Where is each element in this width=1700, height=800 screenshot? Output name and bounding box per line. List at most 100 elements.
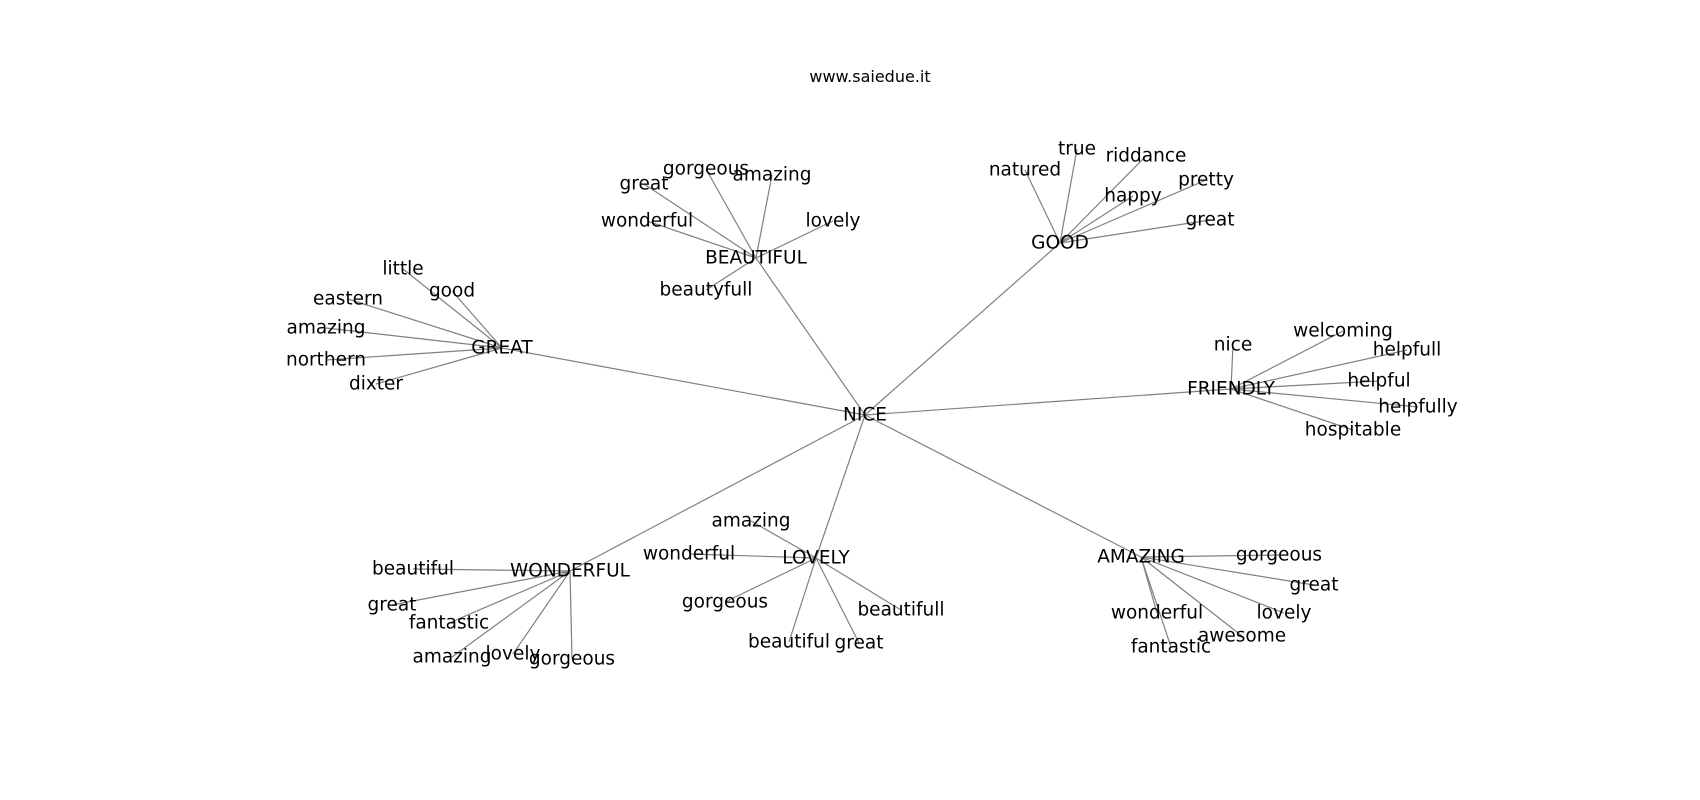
node-hub-amazing: AMAZING (1097, 547, 1185, 568)
node-leaf-friendly-helpfully: helpfully (1378, 397, 1458, 418)
edge-wonderful-lovely (512, 570, 571, 655)
node-leaf-wonderful-beautiful: beautiful (372, 559, 454, 580)
node-leaf-amazing-fantastic: fantastic (1131, 637, 1211, 658)
node-leaf-lovely-gorgeous: gorgeous (682, 592, 768, 613)
node-hub-lovely: LOVELY (782, 548, 850, 569)
edge-lovely-beautifull (815, 557, 902, 611)
edge-amazing-gorgeous (1140, 554, 1280, 558)
node-leaf-great-amazing: amazing (286, 318, 365, 339)
edge-lovely-gorgeous (724, 557, 817, 603)
node-leaf-good-natured: natured (989, 160, 1061, 181)
node-leaf-wonderful-gorgeous: gorgeous (529, 649, 615, 670)
edge-beautiful-amazing (755, 174, 773, 259)
edge-great-eastern (347, 298, 503, 349)
edge-wonderful-fantastic (448, 570, 571, 624)
edge-wonderful-beautiful (412, 568, 571, 572)
edge-root-beautiful (755, 257, 866, 416)
node-leaf-good-true: true (1058, 139, 1096, 160)
node-leaf-beautiful-lovely: lovely (806, 211, 861, 232)
edge-lovely-wonderful (688, 553, 817, 559)
edge-great-good (451, 290, 503, 349)
node-root-nice: NICE (843, 405, 887, 426)
node-hub-good: GOOD (1031, 233, 1089, 254)
node-leaf-beautiful-great: great (620, 174, 669, 195)
node-leaf-wonderful-amazing: amazing (412, 647, 491, 668)
node-leaf-lovely-beautiful: beautiful (748, 632, 830, 653)
node-hub-friendly: FRIENDLY (1187, 379, 1276, 400)
node-leaf-good-great: great (1186, 210, 1235, 231)
node-leaf-beautiful-amazing: amazing (732, 165, 811, 186)
edge-amazing-great (1140, 556, 1315, 586)
node-leaf-beautiful-gorgeous: gorgeous (663, 159, 749, 180)
node-leaf-beautiful-wonderful: wonderful (601, 211, 693, 232)
edge-great-dixter (375, 347, 503, 385)
edge-wonderful-gorgeous (569, 570, 573, 660)
node-leaf-lovely-great: great (835, 633, 884, 654)
node-leaf-friendly-nice: nice (1214, 335, 1252, 356)
edge-lovely-amazing (750, 520, 817, 559)
node-leaf-good-riddance: riddance (1106, 146, 1187, 167)
node-hub-great: GREAT (471, 338, 533, 359)
edge-beautiful-wonderful (646, 220, 757, 259)
node-leaf-amazing-wonderful: wonderful (1111, 603, 1203, 624)
edge-amazing-lovely (1140, 556, 1285, 614)
edge-beautiful-gorgeous (705, 168, 757, 259)
edge-good-riddance (1059, 155, 1147, 244)
node-leaf-great-little: little (382, 259, 423, 280)
node-leaf-beautiful-beautyfull: beautyfull (660, 280, 753, 301)
node-leaf-great-dixter: dixter (349, 374, 403, 395)
node-leaf-amazing-gorgeous: gorgeous (1236, 545, 1322, 566)
edge-great-amazing (325, 327, 503, 349)
node-hub-wonderful: WONDERFUL (510, 561, 631, 582)
edge-lovely-great (815, 557, 860, 644)
labels-layer: NICE GREAT little good eastern amazing norther… (286, 139, 1458, 670)
edge-good-true (1059, 148, 1078, 244)
node-leaf-great-eastern: eastern (313, 289, 383, 310)
edge-friendly-welcoming (1230, 330, 1344, 390)
node-hub-beautiful: BEAUTIFUL (705, 248, 808, 269)
node-leaf-good-happy: happy (1104, 186, 1162, 207)
edge-beautiful-great (643, 183, 757, 259)
edge-great-northern (325, 347, 503, 361)
node-leaf-amazing-great: great (1290, 575, 1339, 596)
edge-wonderful-amazing (451, 570, 571, 658)
node-leaf-great-northern: northern (286, 350, 366, 371)
node-leaf-wonderful-great: great (368, 595, 417, 616)
edge-friendly-helpfull (1230, 349, 1408, 390)
edge-good-great (1059, 219, 1211, 244)
edge-good-natured (1024, 169, 1061, 244)
node-leaf-wonderful-lovely: lovely (486, 644, 541, 665)
edge-good-pretty (1059, 179, 1207, 244)
edge-wonderful-great (391, 570, 571, 606)
node-leaf-amazing-awesome: awesome (1198, 626, 1286, 647)
edge-root-lovely (815, 414, 866, 559)
edge-friendly-helpfully (1230, 388, 1419, 408)
node-leaf-friendly-helpfull: helpfull (1373, 340, 1442, 361)
edge-beautiful-beautyfull (705, 257, 757, 291)
edge-amazing-awesome (1140, 556, 1243, 637)
node-leaf-amazing-lovely: lovely (1257, 603, 1312, 624)
edge-lovely-beautiful (788, 557, 817, 643)
edge-friendly-hospitable (1230, 388, 1354, 431)
node-leaf-friendly-hospitable: hospitable (1305, 420, 1401, 441)
node-leaf-wonderful-fantastic: fantastic (409, 613, 489, 634)
node-leaf-great-good: good (429, 281, 475, 302)
edge-root-wonderful (569, 414, 866, 572)
node-leaf-lovely-wonderful: wonderful (643, 544, 735, 565)
node-leaf-friendly-helpful: helpful (1347, 371, 1410, 392)
edge-root-good (864, 242, 1061, 416)
node-leaf-good-pretty: pretty (1178, 170, 1234, 191)
graph-title: www.saiedue.it (809, 67, 930, 86)
edges-layer (325, 148, 1419, 660)
edge-amazing-fantastic (1140, 556, 1172, 648)
edge-root-friendly (864, 388, 1232, 416)
edge-friendly-nice (1230, 344, 1234, 390)
node-leaf-lovely-amazing: amazing (711, 511, 790, 532)
edge-great-little (402, 268, 503, 349)
edge-good-happy (1059, 195, 1134, 244)
edge-root-amazing (864, 414, 1142, 558)
node-leaf-lovely-beautifull: beautifull (857, 600, 944, 621)
node-leaf-friendly-welcoming: welcoming (1293, 321, 1393, 342)
edge-beautiful-lovely (755, 220, 834, 259)
